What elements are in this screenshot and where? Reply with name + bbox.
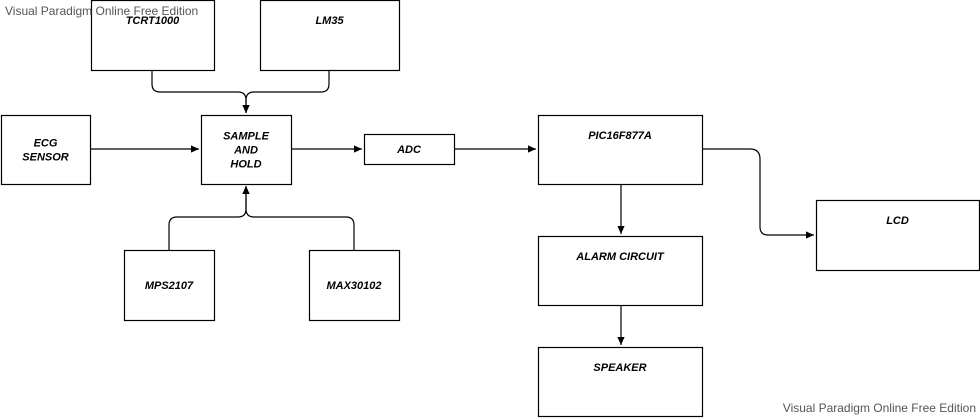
block-pic-label: PIC16F877A	[588, 130, 652, 142]
connector-pic-lcd	[702, 148, 814, 239]
arrowhead-pic-alarm	[617, 226, 625, 234]
connector-adc-pic	[454, 145, 536, 153]
connector-lm35-sample	[242, 70, 330, 113]
arrowhead-max-sample	[242, 186, 250, 194]
connectors	[90, 70, 814, 345]
block-alarm[interactable]: ALARM CIRCUIT	[537, 235, 704, 307]
block-tcrt-label: TCRT1000	[126, 15, 180, 27]
block-tcrt[interactable]: TCRT1000	[90, 0, 216, 72]
block-lcd-label: LCD	[886, 215, 909, 227]
block-max[interactable]: MAX30102	[308, 249, 401, 322]
block-ecg-label: SENSOR	[22, 152, 69, 164]
connector-alarm-speaker	[617, 305, 625, 345]
watermark-bottom: Visual Paradigm Online Free Edition	[782, 401, 976, 415]
block-max-label: MAX30102	[326, 280, 381, 292]
block-ecg[interactable]: ECG SENSOR	[0, 114, 92, 186]
block-lm35[interactable]: LM35	[259, 0, 401, 72]
arrowhead-lm35-sample	[242, 105, 250, 113]
connector-pic-alarm	[617, 184, 625, 234]
arrowhead-ecg-sample	[191, 145, 199, 153]
block-ecg-label: ECG	[34, 138, 58, 150]
block-adc-label: ADC	[396, 144, 422, 156]
block-mps-label: MPS2107	[145, 280, 194, 292]
connector-tcrt-sample	[151, 70, 250, 113]
block-sample-label: SAMPLE	[223, 131, 270, 143]
watermark-top: Visual Paradigm Online Free Edition	[5, 4, 199, 18]
connector-mps-sample	[168, 186, 250, 250]
block-speaker[interactable]: SPEAKER	[537, 346, 704, 418]
arrowhead-pic-lcd	[806, 231, 814, 239]
block-lcd[interactable]: LCD	[815, 199, 980, 272]
block-alarm-label: ALARM CIRCUIT	[575, 251, 665, 263]
arrowhead-adc-pic	[528, 145, 536, 153]
connector-sample-adc	[291, 145, 362, 153]
block-sample-label: HOLD	[230, 159, 261, 171]
block-pic[interactable]: PIC16F877A	[537, 114, 704, 186]
connector-ecg-sample	[90, 145, 199, 153]
block-adc[interactable]: ADC	[363, 133, 456, 166]
connector-max-sample	[242, 186, 355, 250]
arrowhead-alarm-speaker	[617, 337, 625, 345]
block-lm35-label: LM35	[315, 15, 344, 27]
block-sample-label: AND	[233, 145, 258, 157]
block-sample[interactable]: SAMPLE AND HOLD	[200, 114, 293, 186]
block-mps[interactable]: MPS2107	[123, 249, 216, 322]
block-speaker-label: SPEAKER	[593, 362, 646, 374]
arrowhead-sample-adc	[354, 145, 362, 153]
